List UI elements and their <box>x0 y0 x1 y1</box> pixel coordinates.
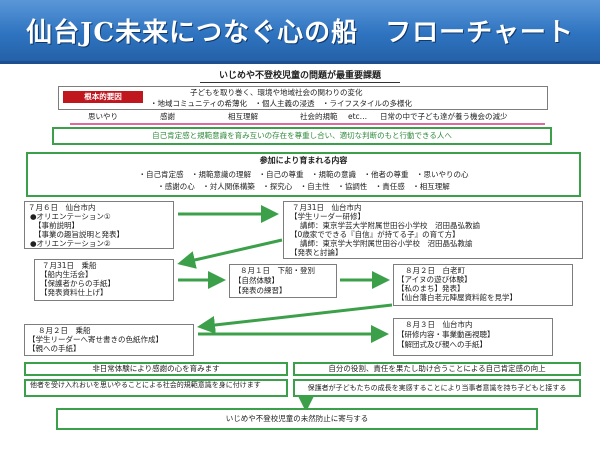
step-1-date: ７月６日 仙台市内 <box>28 203 96 212</box>
problem-heading: いじめや不登校児童の問題が最重要課題 <box>218 71 381 81</box>
problem-item-compassion: 思いやり <box>88 112 118 121</box>
step-3-date: ７月31日 乗船 <box>42 261 97 270</box>
final-box <box>56 408 538 430</box>
step-1-line: ●オリエンテーション② <box>30 239 111 248</box>
outcome-right-2: 保護者が子どもたちの成長を実感することにより当事者意識を持ち子どもと接する <box>307 384 567 392</box>
step-5-line: 【仙台藩白老元陣屋資料館を見学】 <box>397 293 517 302</box>
step-4-line: 【自然体験】 <box>234 276 279 285</box>
goal-box <box>52 127 552 145</box>
step-7-date: ８月３日 仙台市内 <box>405 320 473 329</box>
step-3-line: 【船内生活会】 <box>40 270 93 279</box>
step-1-box <box>24 201 174 249</box>
step-2-line: 【学生リーダー研修】 <box>290 212 365 221</box>
problem-item-decrease: 日常の中で子ども達が養う機会の減少 <box>380 112 508 121</box>
step-4-line: 【発表の練習】 <box>234 286 287 295</box>
outcome-left-2-box <box>24 379 288 397</box>
outcome-right-1-box <box>293 362 581 376</box>
step-2-line: 講師：東京学芸大学附属世田谷小学校 沼田晶弘教諭 <box>300 221 480 230</box>
problem-line-2: ・地域コミュニティの希薄化 ・個人主義の浸透 ・ライフスタイルの多様化 <box>150 99 413 108</box>
contents-line-2: ・感謝の心 ・対人関係構築 ・探究心 ・自主性 ・協調性 ・責任感 ・相互理解 <box>157 182 450 191</box>
step-7-line: 【解団式及び親への手紙】 <box>397 340 487 349</box>
problem-divider <box>70 123 545 125</box>
step-2-line: 講師：東京学大学附属世田谷小学校 沼田晶弘教諭 <box>300 239 473 248</box>
step-5-date: ８月２日 白老町 <box>405 266 465 275</box>
step-7-line: 【研修内容・事業動画視聴】 <box>397 330 495 339</box>
problem-box <box>58 86 548 110</box>
problem-item-norms: 社会的規範 <box>300 112 338 121</box>
step-2-line: 【発表と討論】 <box>290 248 343 257</box>
step-3-box <box>34 259 174 301</box>
outcome-left-1: 非日常体験により感謝の心を育みます <box>92 364 220 373</box>
step-4-date: ８月１日 下船・登別 <box>240 266 315 275</box>
step-2-date: ７月31日 仙台市内 <box>292 203 362 212</box>
step-6-box <box>24 324 194 356</box>
problem-item-understanding: 相互理解 <box>228 112 258 121</box>
contents-box <box>26 152 581 197</box>
step-1-line: ●オリエンテーション① <box>30 212 111 221</box>
step-3-line: 【発表資料仕上げ】 <box>40 288 108 297</box>
outcome-right-2-box <box>293 379 581 397</box>
step-1-line: 【事前説明】 <box>34 221 79 230</box>
contents-line-1: ・自己肯定感 ・規範意識の理解 ・自己の尊重 ・規範の意識 ・他者の尊重 ・思い… <box>138 170 469 179</box>
step-2-line: 【0歳家でできる『自信』が持てる子』の育て方】 <box>290 230 460 239</box>
step-6-date: ８月２日 乗船 <box>38 326 91 335</box>
step-2-box <box>283 201 583 259</box>
step-3-line: 【保護者からの手紙】 <box>40 279 115 288</box>
arrow-s2-s3 <box>177 238 283 269</box>
contents-heading: 参加により育まれる内容 <box>259 156 348 165</box>
root-cause-label: 根本的要因 <box>63 91 143 103</box>
outcome-left-2: 他者を受け入れおいを思いやることによる社会的規範意識を身に付けます <box>30 381 261 389</box>
step-5-box <box>393 264 573 306</box>
page-title: 仙台JC未来につなぐ心の船 フローチャート <box>26 18 574 48</box>
goal-text: 自己肯定感と規範意識を育み互いの存在を尊重し合い、適切な判断のもと行動できる人へ <box>152 131 452 140</box>
final-text: いじめや不登校児童の未然防止に寄与する <box>225 414 369 423</box>
step-5-line: 【アイヌの遊び体験】 <box>397 275 472 284</box>
step-6-line: 【学生リーダーへ寄せ書きの色紙作成】 <box>28 335 163 344</box>
step-4-box <box>229 264 337 298</box>
outcome-left-1-box <box>24 362 288 376</box>
arrow-s5-s6 <box>197 303 393 334</box>
step-6-line: 【親への手紙】 <box>28 344 81 353</box>
step-1-line: 【事業の趣旨説明と発表】 <box>34 230 124 239</box>
problem-item-etc: etc… <box>348 112 368 121</box>
header-banner <box>0 0 600 64</box>
problem-heading-underline <box>200 82 400 83</box>
problem-item-gratitude: 感謝 <box>160 112 175 121</box>
problem-line-1: 子どもを取り巻く、環境や地域社会の関わりの変化 <box>190 88 363 97</box>
step-7-box <box>393 318 553 356</box>
outcome-right-1: 自分の役割、責任を果たし助け合うことによる自己肯定感の向上 <box>328 364 546 373</box>
step-5-line: 【私のまち】発表】 <box>397 284 465 293</box>
